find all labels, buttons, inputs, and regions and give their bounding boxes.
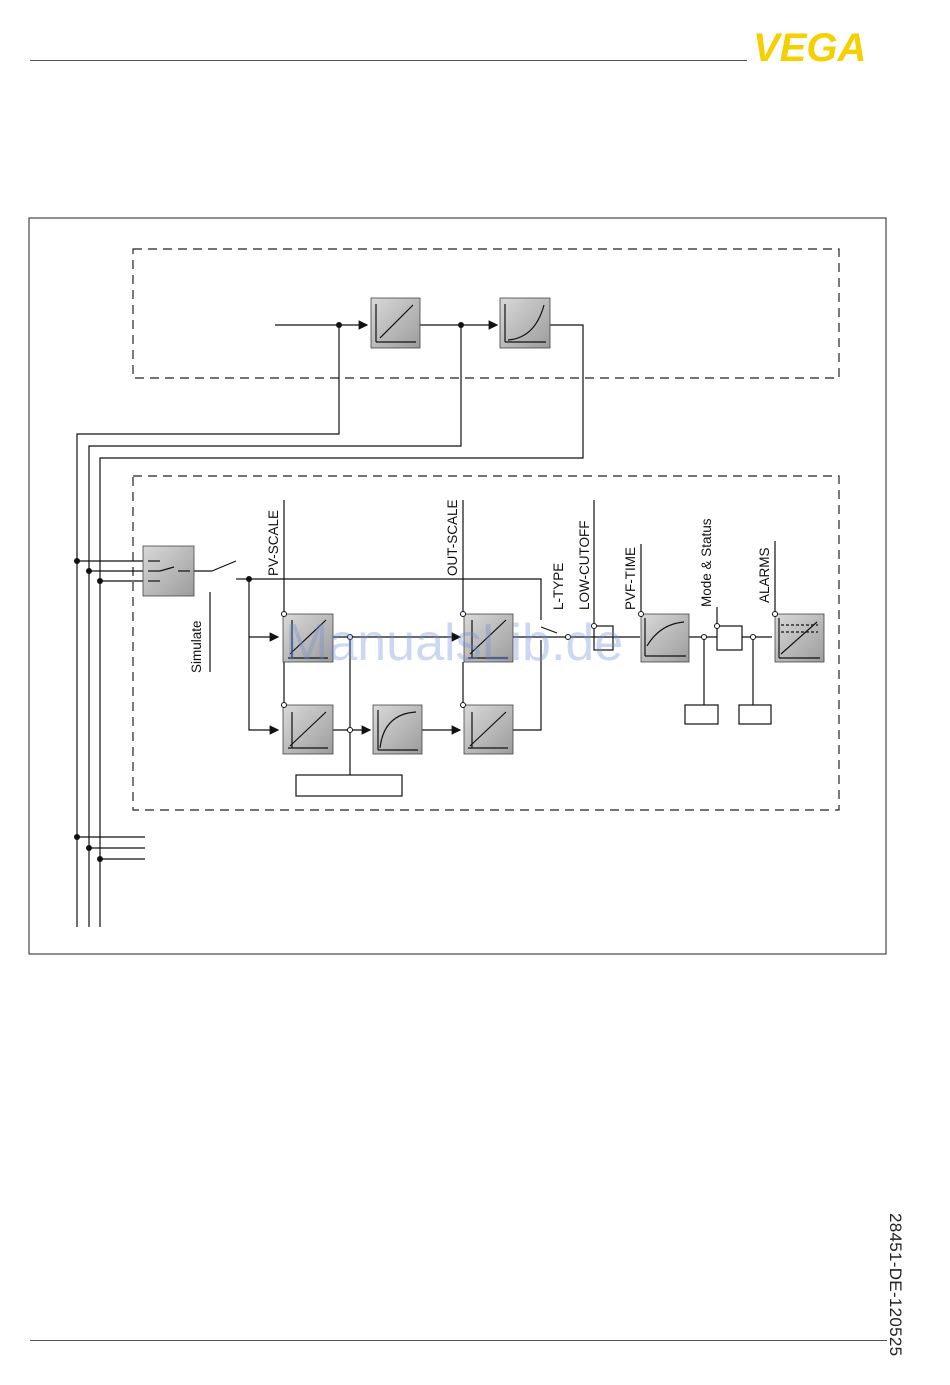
pvf-time-label: PVF-TIME (623, 547, 638, 610)
simulate-label: Simulate (189, 620, 204, 673)
alarm-output-box (739, 705, 771, 724)
pv-scale-label: PV-SCALE (266, 510, 281, 576)
document-id-text: 28451-DE-120525 (885, 1213, 905, 1356)
document-id: 28451-DE-120525 (897, 1205, 937, 1385)
l-type-label: L-TYPE (551, 563, 566, 610)
mode-status-label: Mode & Status (699, 518, 714, 607)
bottom-output-box (296, 775, 402, 796)
curve-block-1 (500, 298, 550, 348)
footer-rule (30, 1340, 887, 1341)
pvf-filter-block (641, 614, 689, 662)
alarms-label: ALARMS (757, 547, 772, 603)
low-cutoff-label: LOW-CUTOFF (577, 521, 592, 611)
out-scale-label: OUT-SCALE (445, 499, 460, 576)
sensor-block-boundary (133, 249, 839, 378)
status-output-box (685, 705, 718, 724)
watermark: ManualsLib.de (285, 614, 623, 672)
